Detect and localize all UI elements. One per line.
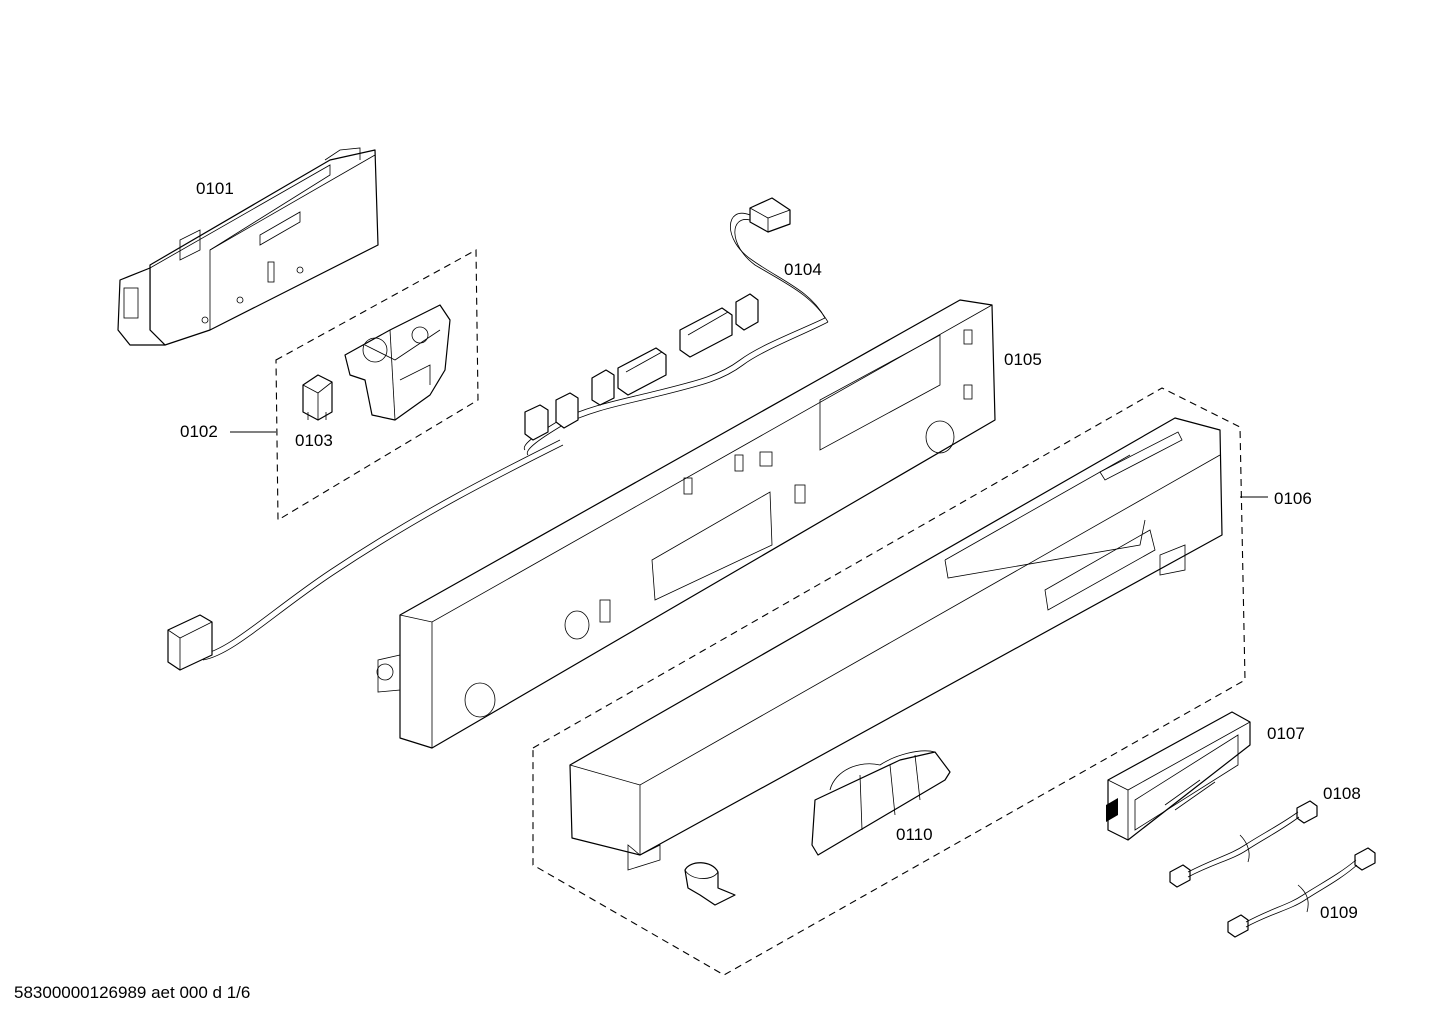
- label-0101: 0101: [196, 179, 234, 198]
- label-0107: 0107: [1267, 724, 1305, 743]
- document-code: 58300000126989 aet 000 d 1/6: [14, 983, 250, 1002]
- part-0104-wiring-harness[interactable]: [167, 197, 829, 671]
- group-0102-outline: [275, 249, 479, 521]
- part-0108-ribbon-cable[interactable]: [1169, 800, 1318, 888]
- label-0108: 0108: [1323, 784, 1361, 803]
- part-0106-panel-facia[interactable]: [569, 417, 1223, 871]
- label-0106: 0106: [1274, 489, 1312, 508]
- panel-clip[interactable]: [684, 862, 736, 906]
- part-0107-display-module[interactable]: [1106, 711, 1251, 841]
- label-0102: 0102: [180, 422, 218, 441]
- label-0104: 0104: [784, 260, 822, 279]
- group-0106-outline: [532, 387, 1246, 976]
- part-0103-relay[interactable]: [302, 374, 333, 421]
- part-0109-ribbon-cable[interactable]: [1227, 847, 1376, 938]
- dispenser-actuator[interactable]: [344, 304, 451, 421]
- label-0103: 0103: [295, 431, 333, 450]
- part-0110-handle-insert[interactable]: [811, 750, 951, 856]
- label-0110: 0110: [896, 825, 933, 844]
- label-0105: 0105: [1004, 350, 1042, 369]
- part-0101-control-module[interactable]: [117, 147, 379, 346]
- part-0105-panel-frame[interactable]: [376, 299, 996, 749]
- label-0109: 0109: [1320, 903, 1358, 922]
